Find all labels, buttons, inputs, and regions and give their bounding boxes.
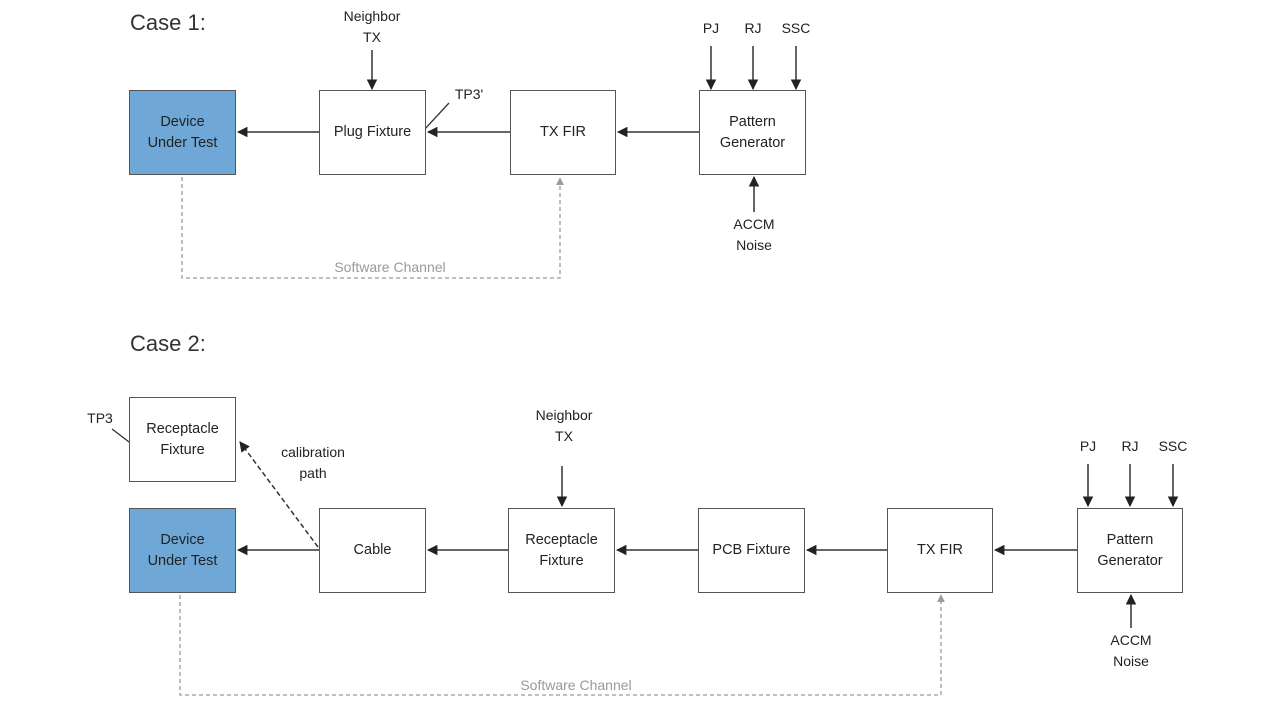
case1-ssc-label: SSC [781, 20, 811, 36]
case2-pattern-generator-box: Pattern Generator [1077, 508, 1183, 593]
case2-pcb-fixture-box: PCB Fixture [698, 508, 805, 593]
case2-software-channel-label: Software Channel [520, 677, 632, 693]
case1-accm-noise-label: ACCM Noise [733, 216, 775, 253]
case1-tp3-prime-label: TP3' [454, 86, 484, 102]
calibration-path-line [239, 441, 319, 548]
case1-tx-fir-box: TX FIR [510, 90, 616, 175]
case2-neighbor-tx-label: Neighbor TX [535, 407, 593, 444]
case2-ssc-label: SSC [1158, 438, 1188, 454]
case2-tp3-label: TP3 [87, 410, 113, 426]
tp3-prime-leader [423, 102, 450, 131]
case2-calibration-path-label: calibration path [281, 444, 345, 481]
case2-accm-noise-label: ACCM Noise [1110, 632, 1152, 669]
case2-pj-label: PJ [1079, 438, 1097, 454]
case2-receptacle-fixture-box: Receptacle Fixture [508, 508, 615, 593]
case1-pattern-generator-box: Pattern Generator [699, 90, 806, 175]
software-channel-path-2 [179, 594, 945, 696]
software-channel-path-1 [181, 177, 564, 279]
case1-software-channel-label: Software Channel [334, 259, 446, 275]
case1-pj-label: PJ [702, 20, 720, 36]
case1-rj-label: RJ [744, 20, 762, 36]
case2-cable-box: Cable [319, 508, 426, 593]
case2-rj-label: RJ [1121, 438, 1139, 454]
case2-device-under-test-box: Device Under Test [129, 508, 236, 593]
case2-tx-fir-box: TX FIR [887, 508, 993, 593]
case-2-title: Case 2: [130, 331, 206, 356]
case2-receptacle-fixture-calibration-box: Receptacle Fixture [129, 397, 236, 482]
case-1-title: Case 1: [130, 10, 206, 35]
case1-plug-fixture-box: Plug Fixture [319, 90, 426, 175]
case1-device-under-test-box: Device Under Test [129, 90, 236, 175]
case1-neighbor-tx-label: Neighbor TX [343, 8, 401, 45]
